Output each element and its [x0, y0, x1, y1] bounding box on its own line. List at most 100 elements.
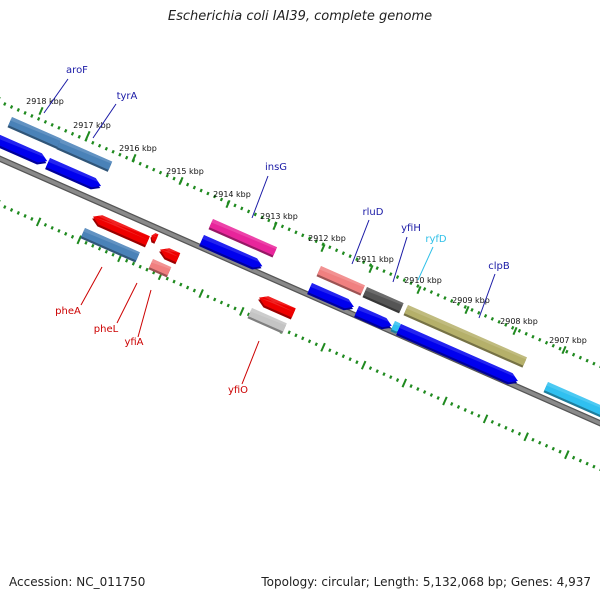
scale-major-tick [482, 414, 489, 424]
scale-minor-tick [355, 360, 359, 365]
scale-tick-label: 2907 kbp [549, 336, 587, 345]
scale-major-tick [35, 217, 42, 227]
scale-minor-tick [321, 242, 325, 247]
cds-aroF-forward [0, 134, 48, 165]
scale-minor-tick [185, 182, 190, 187]
gene-leader-line [351, 219, 370, 265]
scale-minor-tick [9, 208, 14, 212]
scale-minor-tick [267, 218, 271, 223]
gene-label-pheL[interactable]: pheL [94, 324, 119, 335]
scale-minor-tick [477, 413, 481, 418]
scale-minor-tick [443, 296, 447, 300]
scale-minor-tick [165, 173, 169, 178]
scale-minor-tick [192, 185, 197, 190]
scale-minor-tick [152, 167, 156, 172]
scale-minor-tick [206, 294, 210, 299]
scale-minor-tick [341, 354, 346, 359]
gene-label-yfiH[interactable]: yfiH [401, 223, 421, 234]
scale-major-tick [401, 378, 408, 388]
scale-minor-tick [490, 419, 494, 424]
scale-minor-tick [104, 146, 108, 151]
scale-minor-tick [551, 446, 555, 451]
scale-minor-tick [64, 231, 68, 236]
gene-leader-line [251, 175, 269, 219]
scale-major-tick [368, 264, 374, 274]
gene-label-rluD[interactable]: rluD [363, 207, 384, 218]
scale-minor-tick [571, 352, 576, 357]
gene-label-aroF[interactable]: aroF [66, 65, 88, 76]
gene-label-ryfD[interactable]: ryfD [425, 234, 447, 245]
gene-label-pheA[interactable]: pheA [55, 306, 81, 317]
scale-minor-tick [233, 203, 237, 208]
scale-minor-tick [477, 310, 481, 315]
cds-clpB-forward [396, 324, 518, 385]
scale-major-tick [131, 153, 137, 163]
scale-minor-tick [43, 119, 48, 124]
gene-label-yfiA[interactable]: yfiA [124, 337, 143, 348]
scale-minor-tick [348, 254, 352, 259]
scale-major-tick [564, 450, 570, 460]
scale-minor-tick [77, 134, 81, 139]
scale-minor-tick [497, 319, 501, 324]
scale-major-tick [442, 396, 448, 406]
gene-insG-feature [208, 219, 278, 258]
scale-minor-tick [185, 285, 190, 290]
scale-minor-tick [301, 233, 305, 238]
scale-minor-tick [43, 222, 48, 227]
scale-minor-tick [91, 140, 95, 145]
scale-minor-tick [97, 143, 102, 148]
gene-leader-line [241, 340, 260, 385]
scale-minor-tick [145, 267, 149, 272]
scale-minor-tick [219, 300, 224, 305]
scale-minor-tick [213, 194, 217, 199]
scale-minor-tick [172, 279, 176, 284]
scale-minor-tick [125, 155, 129, 160]
scale-tick-label: 2911 kbp [356, 255, 394, 264]
scale-minor-tick [240, 206, 244, 211]
scale-minor-tick [226, 303, 230, 308]
scale-minor-tick [280, 224, 285, 229]
scale-major-tick [225, 199, 231, 209]
scale-minor-tick [23, 111, 27, 115]
scale-minor-tick [287, 227, 291, 232]
scale-minor-tick [172, 176, 176, 181]
scale-minor-tick [16, 211, 20, 215]
scale-minor-tick [192, 288, 197, 293]
scale-minor-tick [375, 266, 379, 271]
scale-minor-tick [395, 275, 400, 279]
scale-minor-tick [531, 334, 535, 339]
gene-label-insG[interactable]: insG [265, 162, 287, 173]
scale-minor-tick [538, 337, 542, 342]
scale-minor-tick [213, 297, 217, 302]
scale-minor-tick [30, 114, 34, 118]
scale-major-tick [561, 345, 567, 355]
scale-minor-tick [585, 461, 589, 466]
scale-minor-tick [375, 369, 379, 374]
cds-rluD-forward [307, 283, 354, 311]
gene-label-tyrA[interactable]: tyrA [117, 91, 138, 102]
scale-tick-label: 2915 kbp [166, 167, 204, 176]
genome-title: Escherichia coli IAI39, complete genome [167, 9, 433, 24]
scale-major-tick [320, 342, 326, 352]
cds-yfiH-forward [354, 306, 392, 330]
scale-minor-tick [348, 357, 352, 362]
scale-minor-tick [111, 252, 115, 257]
gene-yfiO-feature [247, 308, 287, 334]
scale-minor-tick [84, 137, 88, 142]
scale-major-tick [464, 305, 470, 315]
gene-leader-line [137, 289, 152, 338]
scale-minor-tick [165, 276, 169, 281]
scale-minor-tick [497, 422, 501, 427]
gene-leader-line [116, 282, 138, 324]
scale-minor-tick [16, 108, 20, 112]
gene-pheL-reverse [150, 233, 159, 244]
scale-minor-tick [402, 278, 406, 282]
scale-ruler-upper [0, 96, 600, 369]
scale-minor-tick [592, 464, 596, 469]
gene-aroF-feature [7, 117, 62, 150]
gene-label-clpB[interactable]: clpB [488, 261, 510, 272]
scale-tick-label: 2908 kbp [500, 317, 538, 326]
gene-label-yfiO[interactable]: yfiO [228, 385, 248, 396]
scale-minor-tick [287, 330, 291, 335]
